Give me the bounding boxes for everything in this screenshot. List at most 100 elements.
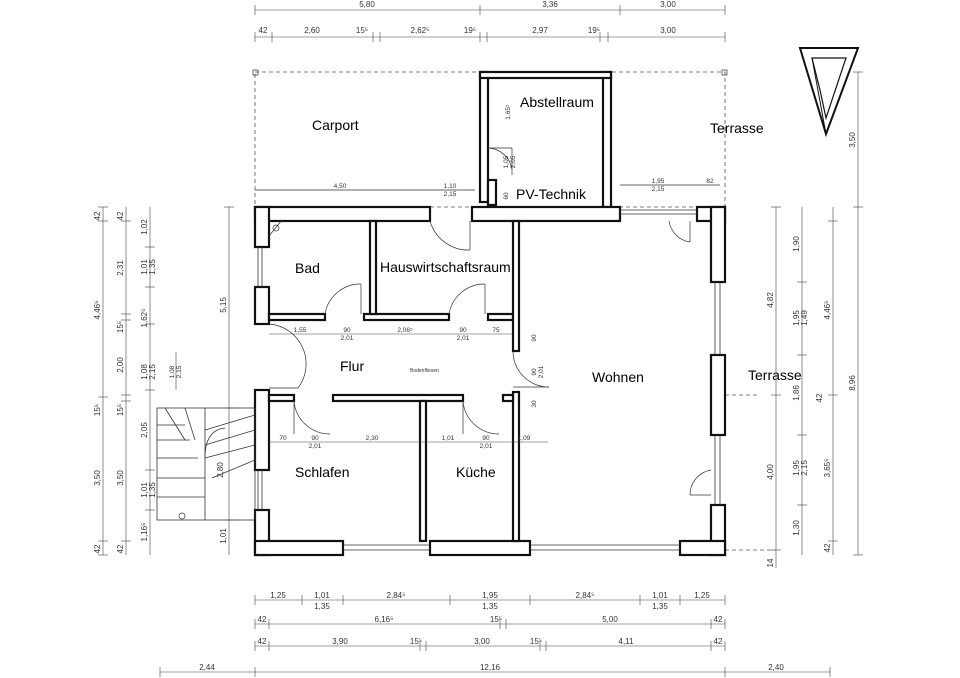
dim-flur-bot-6: 1,09 (518, 435, 531, 442)
room-terrasse-top: Terrasse (710, 120, 764, 136)
dim-left-c3-sub-2: 2,15 (148, 364, 157, 380)
dim-left-c2-6: 3,50 (116, 470, 125, 486)
bottom-dimensions: 1,25 1,01 2,84⁵ 1,95 2,84⁵ 1,01 1,25 1,3… (159, 591, 831, 677)
room-schlafen: Schlafen (295, 464, 349, 480)
dim-left-c4-1: 5,15 (219, 297, 228, 313)
dim-left-c3-1: 1,02 (140, 219, 149, 235)
dim-bot-r1-5: 2,84⁵ (576, 591, 595, 600)
dim-stair-1: 1,08 (169, 365, 176, 378)
dim-left-c3-sub-3: 1,35 (148, 482, 157, 498)
room-flur: Flur (340, 358, 364, 374)
dim-top-2: 3,36 (542, 0, 558, 9)
dim-bot-r3-5: 15⁵ (530, 637, 542, 646)
dim-flur-bot-sub-2: 2,01 (480, 443, 493, 450)
dim-bot-r1-sub-3: 1,35 (652, 602, 668, 611)
abstellraum-walls (478, 70, 613, 209)
dim-left-c1-1: 42 (93, 211, 102, 220)
dim-flur-top-5: 75 (492, 327, 500, 334)
dim-wohnen-door-2: 90 (531, 368, 538, 376)
dim-flur-top-3: 2,06⁵ (397, 327, 413, 334)
room-labels: Carport Abstellraum Terrasse PV-Technik … (295, 94, 802, 480)
dim-flur-top-sub-1: 2,01 (341, 335, 354, 342)
dim-wohnen-door-1: 90 (531, 334, 538, 342)
dim-top-1: 5,80 (359, 0, 375, 9)
room-bad: Bad (295, 260, 320, 276)
dim-top-r2-7: 19⁵ (588, 26, 600, 35)
dim-right-c2-5: 1,95 (792, 460, 801, 476)
room-hauswirtschaftsraum: Hauswirtschaftsraum (380, 259, 511, 275)
room-carport: Carport (312, 117, 359, 133)
dim-carport-a: 4,50 (334, 183, 347, 190)
dim-top-r2-6: 2,97 (532, 26, 548, 35)
dim-right-c2-6: 2,15 (800, 460, 809, 476)
dim-door-c: 60 (503, 192, 510, 200)
dim-abstellraum: 1,65⁵ (505, 104, 512, 120)
dim-left-c3-2: 1,01 (140, 259, 149, 275)
dim-bot-r2-3: 15⁵ (490, 615, 502, 624)
dim-bot-r3-2: 3,90 (332, 637, 348, 646)
dim-bot-r3-4: 3,00 (474, 637, 490, 646)
dim-left-c3-6: 1,01 (140, 482, 149, 498)
top-dimensions: 5,80 3,36 3,00 42 2,60 15⁵ 2,62⁵ 19⁵ 2,9… (254, 0, 726, 42)
dim-bot-r4-3: 2,40 (768, 663, 784, 672)
dim-stair-2: 2,15 (176, 365, 183, 378)
dim-left-c2-3: 15⁵ (116, 321, 125, 333)
dim-bot-r2-1: 42 (258, 615, 267, 624)
dim-bot-r1-sub-1: 1,35 (314, 602, 330, 611)
dim-left-c1-5: 42 (93, 544, 102, 553)
room-wohnen: Wohnen (592, 369, 644, 385)
dim-right-c2-7: 1,30 (792, 520, 801, 536)
dim-left-c3-7: 1,16⁵ (140, 523, 149, 542)
dim-bot-r3-3: 15⁵ (410, 637, 422, 646)
dim-right-c3-2: 3,65⁵ (823, 459, 832, 478)
room-pv-technik: PV-Technik (516, 186, 587, 202)
door-swings (268, 219, 712, 496)
dim-right-c3-1: 4,46⁵ (823, 301, 832, 320)
dim-top-r2-1: 42 (259, 26, 268, 35)
dim-bot-r1-6: 1,01 (652, 591, 668, 600)
room-kueche: Küche (456, 464, 496, 480)
dim-bot-r1-4: 1,95 (482, 591, 498, 600)
dim-bot-r4-2: 12,16 (480, 663, 501, 672)
dim-flur-top-1: 1,55 (294, 327, 307, 334)
dim-top-r2-3: 15⁵ (356, 26, 368, 35)
dim-left-c2-7: 42 (116, 544, 125, 553)
dim-flur-bot-5: 90 (482, 435, 490, 442)
dim-bot-r1-2: 1,01 (314, 591, 330, 600)
dim-wohnen-door-4: 30 (531, 400, 538, 408)
dim-left-c2-4: 2,00 (116, 357, 125, 373)
dim-bot-r2-5: 42 (714, 615, 723, 624)
dim-bot-r1-3: 2,84⁵ (387, 591, 406, 600)
dim-left-c3-4: 1,08 (140, 364, 149, 380)
dim-right-c3-3: 42 (815, 393, 824, 402)
dim-bot-r3-6: 4,11 (619, 637, 635, 646)
dim-bot-r4-1: 2,44 (199, 663, 215, 672)
dim-top-3: 3,00 (660, 0, 676, 9)
dim-flur-bot-sub-1: 2,01 (309, 443, 322, 450)
dim-top-r2-8: 3,00 (660, 26, 676, 35)
interior-walls (267, 219, 521, 543)
room-terrasse-right: Terrasse (748, 367, 802, 383)
dim-door-b: 2,05 (510, 155, 517, 168)
dim-left-c3-5: 2,05 (140, 422, 149, 438)
dim-right-c1-2: 4,00 (766, 464, 775, 480)
north-arrow-icon (798, 47, 860, 138)
dim-bot-r1-sub-2: 1,35 (482, 602, 498, 611)
dim-left-c1-3: 15⁵ (93, 404, 102, 416)
dim-flur-bot-2: 90 (311, 435, 319, 442)
dim-left-c4-3: 1,01 (219, 528, 228, 544)
main-walls (253, 205, 727, 557)
dim-right-c2-3: 1,49 (800, 310, 809, 326)
room-abstellraum: Abstellraum (520, 94, 594, 110)
dim-bot-r2-4: 5,00 (602, 615, 618, 624)
dim-bot-r2-2: 6,16⁵ (375, 615, 394, 624)
dim-left-c4-2: 2,80 (216, 462, 225, 478)
dim-left-c2-2: 2,31 (116, 260, 125, 276)
dim-bot-r1-7: 1,25 (694, 591, 710, 600)
dim-bot-r3-1: 42 (258, 637, 267, 646)
dim-flur-bot-4: 1,01 (442, 435, 455, 442)
dim-flur-top-2: 90 (343, 327, 351, 334)
dim-flur-bot-3: 2,30 (366, 435, 379, 442)
dim-terr-b: 82 (706, 178, 714, 185)
dim-top-r2-2: 2,60 (304, 26, 320, 35)
